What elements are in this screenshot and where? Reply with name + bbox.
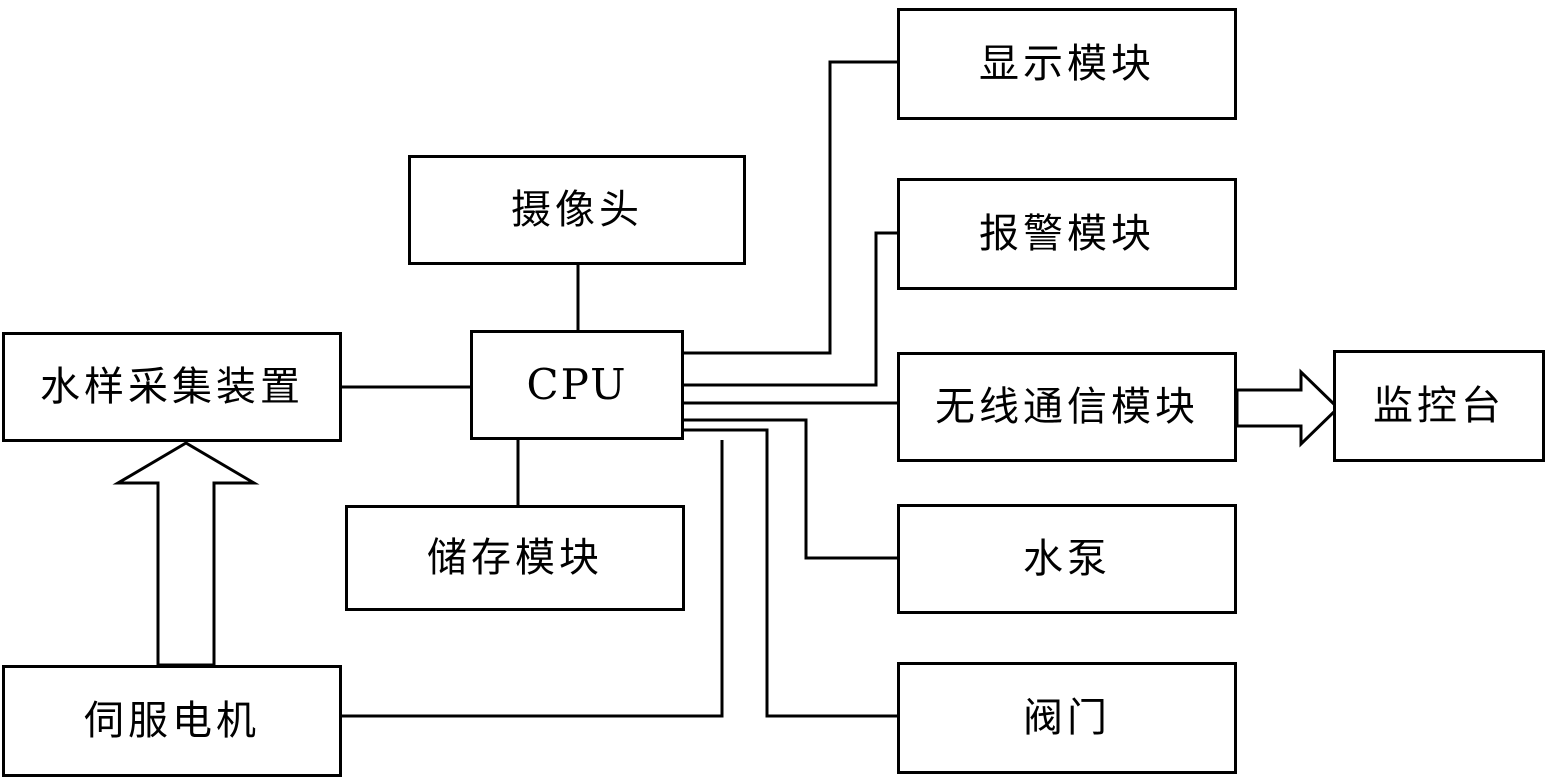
node-label-water-sample-collector: 水样采集装置 xyxy=(40,364,304,410)
node-cpu[interactable]: CPU xyxy=(470,330,684,440)
node-label-monitoring-console: 监控台 xyxy=(1373,383,1505,429)
node-valve[interactable]: 阀门 xyxy=(897,662,1237,774)
node-display-module[interactable]: 显示模块 xyxy=(897,8,1237,120)
line-cpu-to-pump xyxy=(684,418,897,560)
node-water-pump[interactable]: 水泵 xyxy=(897,504,1237,614)
line-cpu-to-display xyxy=(684,60,897,355)
node-camera[interactable]: 摄像头 xyxy=(408,155,746,265)
node-storage-module[interactable]: 储存模块 xyxy=(345,505,685,611)
node-label-wireless-communication-module: 无线通信模块 xyxy=(935,384,1199,430)
line-cpu-to-valve xyxy=(684,428,897,718)
node-label-display-module: 显示模块 xyxy=(979,41,1155,87)
node-servo-motor[interactable]: 伺服电机 xyxy=(2,665,342,777)
node-label-cpu: CPU xyxy=(526,360,628,409)
node-label-alarm-module: 报警模块 xyxy=(979,211,1155,257)
node-label-water-pump: 水泵 xyxy=(1023,536,1111,582)
node-label-servo-motor: 伺服电机 xyxy=(84,698,260,744)
node-label-camera: 摄像头 xyxy=(511,187,643,233)
node-label-storage-module: 储存模块 xyxy=(427,535,603,581)
line-cpu-to-alarm xyxy=(684,231,897,387)
node-label-valve: 阀门 xyxy=(1023,695,1111,741)
hollow-arrow-servo-to-sampler xyxy=(112,441,260,667)
line-servo-to-cpu xyxy=(342,440,724,718)
node-monitoring-console[interactable]: 监控台 xyxy=(1333,350,1545,462)
node-wireless-communication-module[interactable]: 无线通信模块 xyxy=(897,352,1237,462)
node-alarm-module[interactable]: 报警模块 xyxy=(897,178,1237,290)
hollow-arrow-wireless-to-console xyxy=(1235,368,1341,448)
node-water-sample-collector[interactable]: 水样采集装置 xyxy=(2,332,342,442)
